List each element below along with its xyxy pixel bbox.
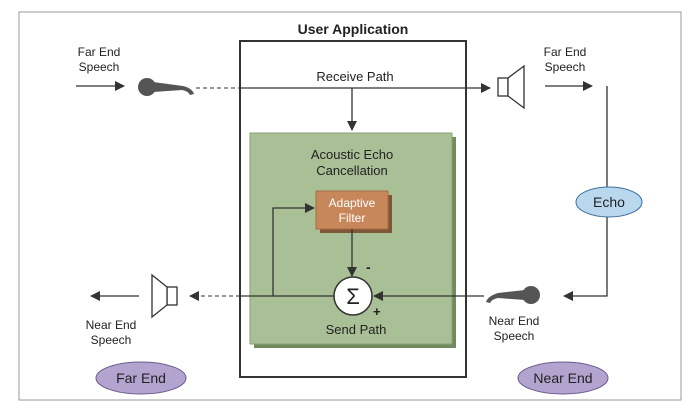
summation-icon: Σ (333, 276, 373, 316)
adaptive-filter-line1: Adaptive (329, 196, 376, 210)
near-end-speech-right-line1: Near End (489, 314, 540, 328)
echo-bubble (575, 186, 643, 218)
near-end-speech-left-line1: Near End (86, 318, 137, 332)
echo-path-line (563, 86, 608, 301)
send-path-label: Send Path (326, 322, 387, 337)
speaker-icon (497, 64, 525, 110)
near-end-speech-left-line2: Speech (91, 333, 132, 347)
near-end-badge (517, 361, 609, 395)
far-end-speech-left-line2: Speech (79, 60, 120, 74)
receive-path-label: Receive Path (316, 69, 393, 84)
far-end-speech-right-line1: Far End (544, 45, 587, 59)
plus-sign: + (373, 304, 381, 319)
near-end-speech-right-line2: Speech (494, 329, 535, 343)
speaker-icon (151, 273, 178, 319)
far-end-badge (95, 361, 187, 395)
sigma-symbol: Σ (346, 284, 360, 309)
aec-label-line1: Acoustic Echo (311, 147, 393, 162)
far-end-speech-right-line2: Speech (545, 60, 586, 74)
adaptive-filter-line2: Filter (339, 211, 366, 225)
adaptive-filter-box (315, 190, 389, 230)
aec-label-line2: Cancellation (316, 163, 388, 178)
echo-label: Echo (593, 194, 625, 210)
feedback-loop-line (272, 203, 334, 297)
far-end-badge-label: Far End (116, 370, 166, 386)
far-end-speech-left-line1: Far End (78, 45, 121, 59)
near-end-badge-label: Near End (533, 370, 592, 386)
microphone-icon (486, 286, 540, 304)
microphone-icon (138, 78, 194, 96)
minus-sign: - (366, 259, 371, 275)
user-application-title: User Application (298, 21, 409, 37)
